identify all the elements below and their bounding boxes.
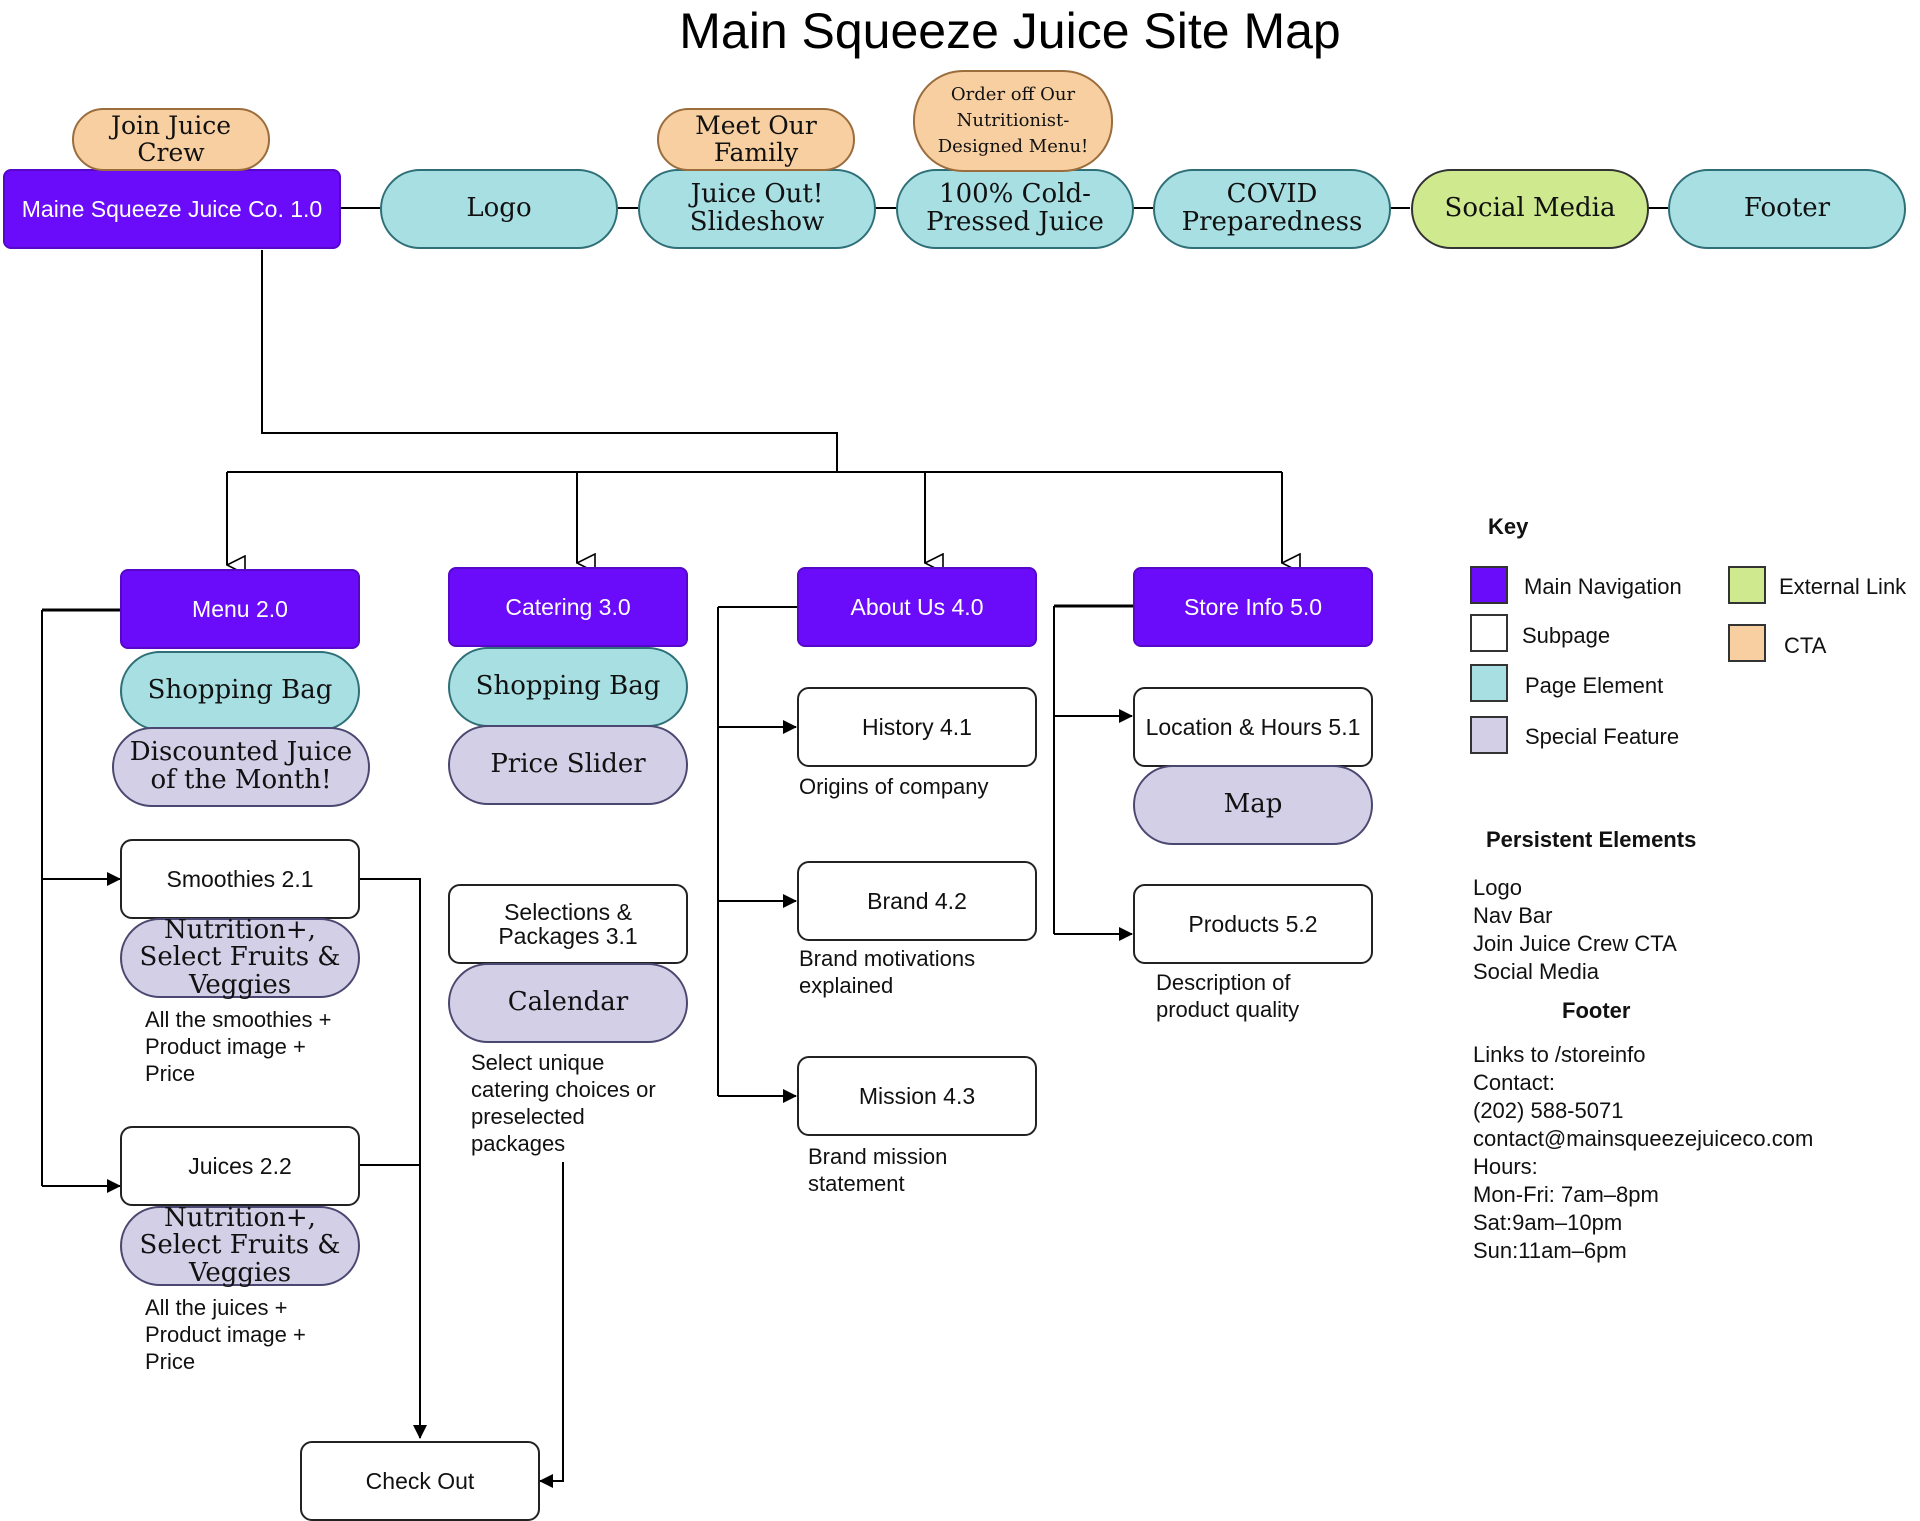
footer-node[interactable]: Footer bbox=[1668, 169, 1906, 249]
join-crew-cta[interactable]: Join Juice Crew bbox=[72, 108, 270, 171]
swatch-main-navigation bbox=[1470, 566, 1508, 604]
covid-node[interactable]: COVID Preparedness bbox=[1153, 169, 1391, 249]
selections-node[interactable]: Selections & Packages 3.1 bbox=[448, 884, 688, 964]
key-page-element: Page Element bbox=[1525, 673, 1664, 698]
slideshow-node[interactable]: Juice Out! Slideshow bbox=[638, 169, 876, 249]
swatch-external-link bbox=[1728, 566, 1766, 604]
key-main-navigation: Main Navigation bbox=[1524, 574, 1682, 599]
arrow-catering-to-checkout bbox=[539, 1162, 564, 1488]
juices-node[interactable]: Juices 2.2 bbox=[120, 1126, 360, 1206]
checkout-node[interactable]: Check Out bbox=[300, 1441, 540, 1521]
swatch-special-feature bbox=[1470, 716, 1508, 754]
key-external-link: External Link bbox=[1779, 574, 1907, 599]
catering-shopping-bag[interactable]: Shopping Bag bbox=[448, 647, 688, 727]
mission-node[interactable]: Mission 4.3 bbox=[797, 1056, 1037, 1136]
swatch-subpage bbox=[1470, 614, 1508, 652]
footer-info-heading: Footer bbox=[1562, 998, 1631, 1023]
persistent-list: Logo Nav Bar Join Juice Crew CTA Social … bbox=[1473, 875, 1677, 984]
products-node[interactable]: Products 5.2 bbox=[1133, 884, 1373, 964]
mission-description: Brand mission statement bbox=[808, 1144, 948, 1196]
juices-description: All the juices + Product image + Price bbox=[145, 1295, 306, 1374]
smoothies-description: All the smoothies + Product image + Pric… bbox=[145, 1007, 332, 1086]
menu-shopping-bag[interactable]: Shopping Bag bbox=[120, 651, 360, 731]
location-node[interactable]: Location & Hours 5.1 bbox=[1133, 687, 1373, 767]
persistent-heading: Persistent Elements bbox=[1486, 827, 1697, 852]
key-special-feature: Special Feature bbox=[1525, 724, 1680, 749]
menu-node[interactable]: Menu 2.0 bbox=[120, 569, 360, 649]
page-title: Main Squeeze Juice Site Map bbox=[679, 3, 1341, 59]
key-heading: Key bbox=[1488, 514, 1529, 539]
price-slider-feature[interactable]: Price Slider bbox=[448, 725, 688, 805]
meet-family-cta[interactable]: Meet Our Family bbox=[657, 108, 855, 171]
selections-description: Select unique catering choices or presel… bbox=[471, 1050, 656, 1156]
juices-nutrition-feature[interactable]: Nutrition+, Select Fruits & Veggies bbox=[120, 1204, 360, 1287]
brand-node[interactable]: Brand 4.2 bbox=[797, 861, 1037, 941]
connector-line bbox=[261, 250, 838, 472]
swatch-cta bbox=[1728, 624, 1766, 662]
smoothies-node[interactable]: Smoothies 2.1 bbox=[120, 839, 360, 919]
map-feature[interactable]: Map bbox=[1133, 765, 1373, 845]
store-node[interactable]: Store Info 5.0 bbox=[1133, 567, 1373, 647]
arrow-to-checkout bbox=[360, 878, 427, 1439]
cold-pressed-node[interactable]: 100% Cold-Pressed Juice bbox=[896, 169, 1134, 249]
key-subpage: Subpage bbox=[1522, 623, 1611, 648]
discount-feature[interactable]: Discounted Juice of the Month! bbox=[112, 727, 370, 807]
products-description: Description of product quality bbox=[1156, 970, 1300, 1022]
catering-node[interactable]: Catering 3.0 bbox=[448, 567, 688, 647]
key-cta: CTA bbox=[1784, 633, 1827, 658]
history-description: Origins of company bbox=[799, 774, 989, 799]
smoothies-nutrition-feature[interactable]: Nutrition+, Select Fruits & Veggies bbox=[120, 916, 360, 999]
calendar-feature[interactable]: Calendar bbox=[448, 963, 688, 1043]
social-media-node[interactable]: Social Media bbox=[1411, 169, 1649, 249]
brand-description: Brand motivations explained bbox=[799, 946, 976, 998]
footer-info-text: Links to /storeinfo Contact: (202) 588-5… bbox=[1473, 1042, 1814, 1263]
logo-node[interactable]: Logo bbox=[380, 169, 618, 249]
history-node[interactable]: History 4.1 bbox=[797, 687, 1037, 767]
order-menu-cta[interactable]: Order off Our Nutritionist-Designed Menu… bbox=[913, 70, 1113, 172]
home-node[interactable]: Maine Squeeze Juice Co. 1.0 bbox=[3, 169, 341, 249]
about-node[interactable]: About Us 4.0 bbox=[797, 567, 1037, 647]
swatch-page-element bbox=[1470, 664, 1508, 702]
